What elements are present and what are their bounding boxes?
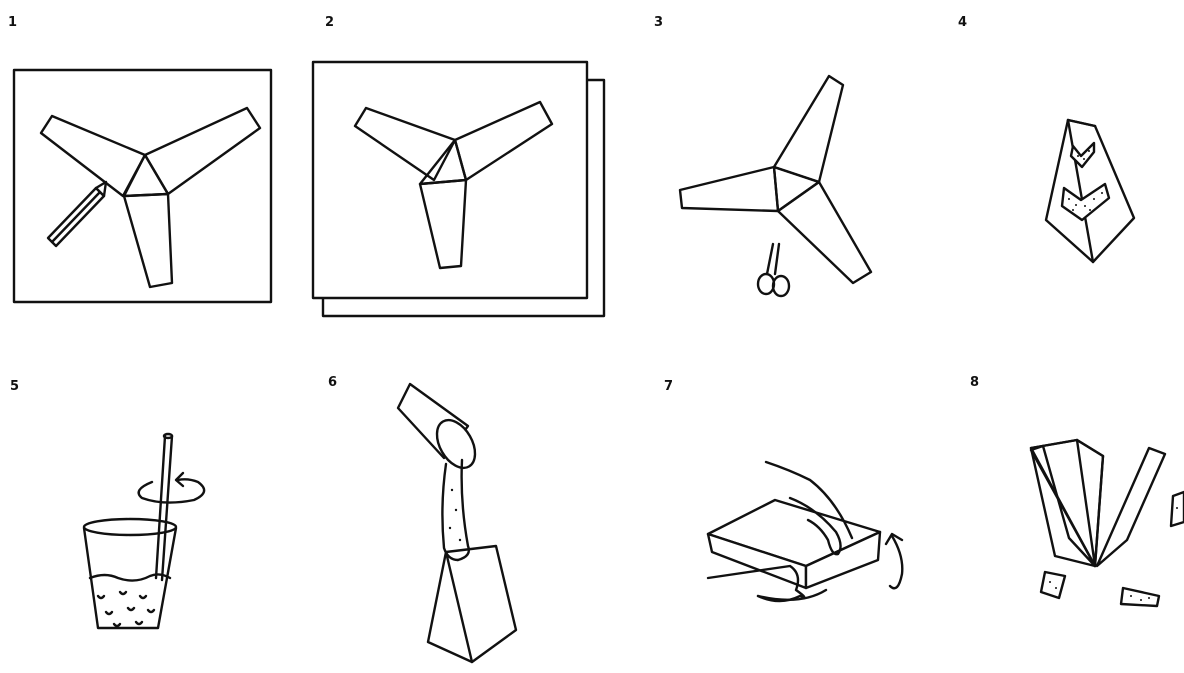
- step-5: 5: [0, 360, 290, 673]
- step-8: 8: [945, 360, 1184, 673]
- step-8-illustration: [945, 360, 1184, 673]
- step-1-illustration: [0, 0, 290, 330]
- tape-scrap-right: [1171, 492, 1184, 526]
- rotate-arrow-icon: [139, 473, 204, 503]
- step-6-illustration: [300, 360, 615, 673]
- paper-sheet: [14, 70, 271, 302]
- step-7: 7: [640, 360, 920, 673]
- paper-sheet-front: [313, 62, 587, 298]
- step-1: 1: [0, 0, 290, 330]
- step-2-illustration: [300, 0, 615, 330]
- step-3: 3: [640, 0, 920, 330]
- mixture-stream: [442, 460, 468, 560]
- scissors-icon: [758, 244, 789, 296]
- tape-scrap-left: [1041, 572, 1065, 598]
- pencil-icon: [48, 182, 106, 246]
- folded-pod: [1046, 120, 1134, 262]
- mixture-specks: [98, 592, 154, 626]
- step-6: 6: [300, 360, 615, 673]
- tape-strip-lower: [1062, 184, 1109, 220]
- three-arm-template-shape: [41, 108, 260, 287]
- unfolded-pod: [1031, 440, 1165, 566]
- step-2: 2: [300, 0, 615, 330]
- rotate-arrow-icon: [886, 534, 902, 588]
- mixture-surface: [90, 574, 170, 580]
- step-7-illustration: [640, 360, 920, 673]
- tape-scrap-bottom: [1121, 588, 1159, 606]
- cut-out-shape: [680, 76, 871, 283]
- step-4: 4: [945, 0, 1184, 330]
- step-3-illustration: [640, 0, 920, 330]
- pouring-cup: [398, 384, 483, 475]
- step-5-illustration: [0, 360, 290, 673]
- pod-mold: [428, 546, 516, 662]
- step-4-illustration: [945, 0, 1184, 330]
